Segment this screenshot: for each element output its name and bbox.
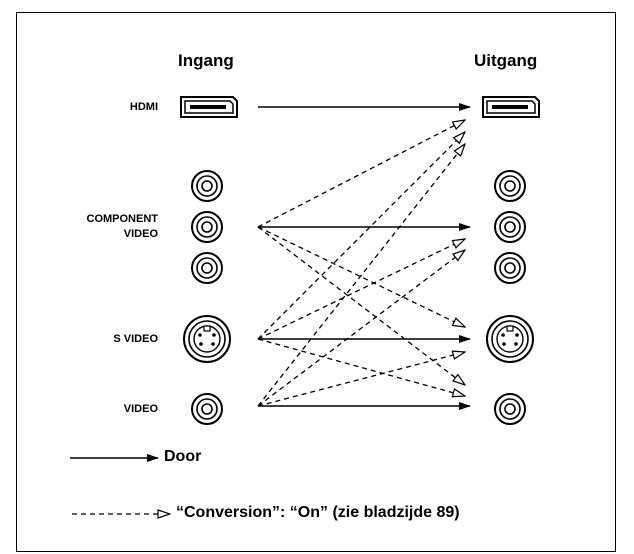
- pass-through-arrows: [258, 103, 471, 410]
- diagram-frame: [16, 12, 616, 552]
- conversion-arrows: [257, 120, 465, 407]
- video-to-component-arrow: [257, 250, 465, 407]
- output-component-jack-3-icon: [494, 252, 526, 284]
- input-video-jack-icon: [191, 393, 223, 425]
- input-component-jack-1-icon: [191, 170, 223, 202]
- input-component-jack-2-icon: [191, 211, 223, 243]
- output-component-jack-2-icon: [494, 211, 526, 243]
- row-label-hdmi: HDMI: [129, 101, 158, 113]
- input-hdmi-icon: [180, 96, 238, 118]
- input-component-jack-3-icon: [191, 252, 223, 284]
- output-svideo-icon: [486, 315, 534, 363]
- video-to-hdmi-arrow: [257, 144, 465, 407]
- output-video-jack-icon: [494, 393, 526, 425]
- output-component-jack-1-icon: [494, 170, 526, 202]
- output-hdmi-icon: [482, 96, 540, 118]
- legend-solid-label: Door: [164, 448, 202, 465]
- row-label-component-line2: VIDEO: [123, 228, 158, 240]
- component-to-svideo-arrow: [257, 226, 465, 327]
- output-column-heading: Uitgang: [474, 51, 538, 70]
- legend-dashed-label: “Conversion”: “On” (zie bladzijde 89): [176, 504, 460, 521]
- component-to-hdmi-arrow: [257, 120, 465, 228]
- input-svideo-icon: [183, 315, 231, 363]
- video-to-svideo-arrow: [257, 352, 465, 407]
- input-column-heading: Ingang: [178, 51, 234, 70]
- row-label-video: VIDEO: [123, 403, 158, 415]
- component-to-video-arrow: [257, 226, 465, 385]
- row-label-component-line1: COMPONENT: [86, 213, 159, 225]
- row-label-svideo: S VIDEO: [113, 333, 158, 345]
- svideo-to-hdmi-arrow: [257, 132, 465, 340]
- svideo-to-component-arrow: [257, 239, 465, 340]
